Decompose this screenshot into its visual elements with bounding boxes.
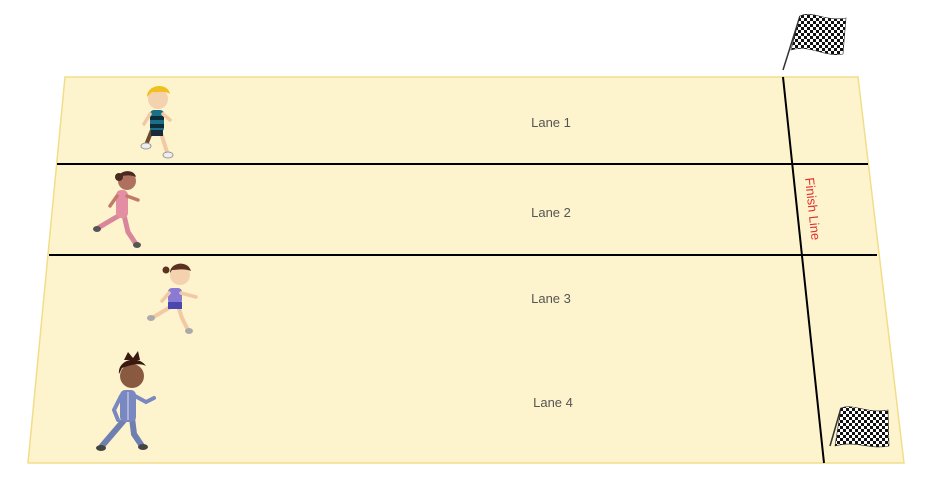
lane-1-label: Lane 1	[531, 115, 571, 130]
pink-girl-runner	[93, 171, 141, 248]
blue-tracksuit-runner	[96, 351, 156, 451]
checkered-flag-top-icon	[782, 14, 847, 71]
checkered-flag-bottom-icon	[829, 406, 890, 448]
blond-boy-runner	[140, 86, 174, 159]
finish-line-label: Finish Line	[802, 177, 823, 241]
purple-girl-runner	[147, 263, 198, 334]
lane-3-label: Lane 3	[531, 291, 571, 306]
lane-4-label: Lane 4	[533, 395, 573, 410]
finish-line	[782, 76, 825, 464]
lane-2-label: Lane 2	[531, 205, 571, 220]
track	[27, 76, 905, 464]
